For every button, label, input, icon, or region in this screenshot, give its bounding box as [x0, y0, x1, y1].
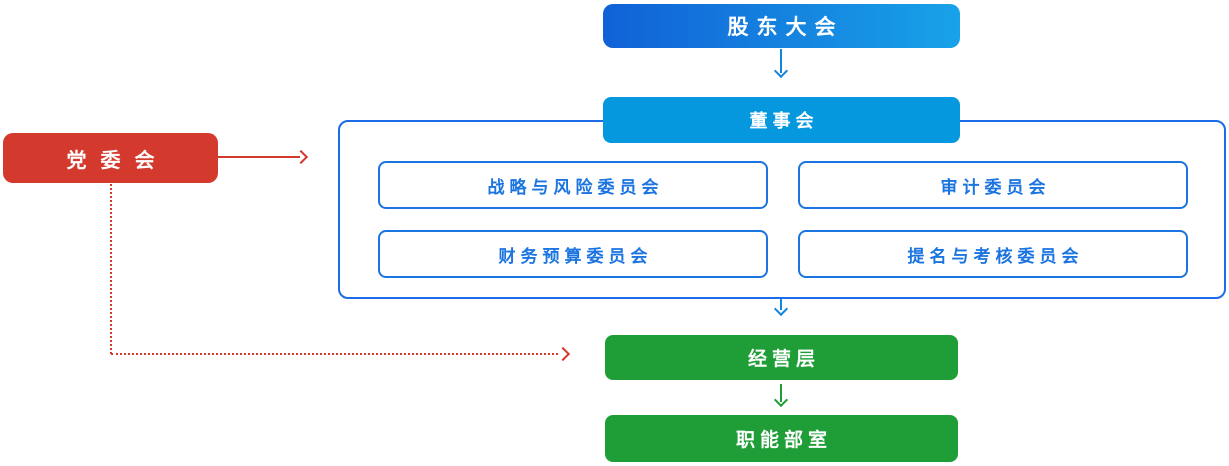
node-committee-nomination-assessment: 提名与考核委员会: [798, 230, 1188, 278]
node-committee-strategy-risk: 战略与风险委员会: [378, 161, 768, 209]
node-party-committee: 党委会: [3, 133, 218, 183]
node-committee-audit: 审计委员会: [798, 161, 1188, 209]
node-management-level: 经营层: [605, 335, 958, 380]
node-shareholders-meeting: 股东大会: [603, 4, 960, 48]
node-board-of-directors: 董事会: [603, 97, 960, 143]
node-committee-financial-budget: 财务预算委员会: [378, 230, 768, 278]
node-functional-departments: 职能部室: [605, 415, 958, 462]
